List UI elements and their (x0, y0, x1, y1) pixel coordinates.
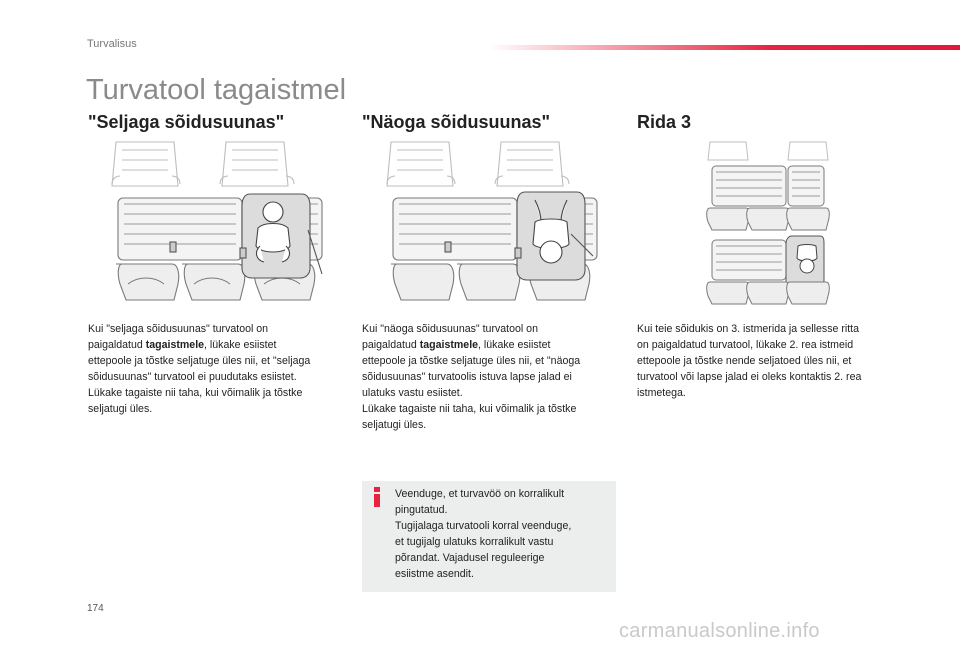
page-number: 174 (87, 603, 104, 614)
row3-instructions: Kui teie sõidukis on 3. istmerida ja sel… (637, 323, 862, 399)
top-accent-rule (488, 45, 960, 50)
watermark: carmanualsonline.info (619, 620, 820, 642)
heading-forward-facing: "Näoga sõidusuunas" (362, 112, 551, 132)
info-text: Veenduge, et turvavöö on korralikult pin… (395, 488, 572, 580)
page-title: Turvatool tagaistmel (86, 74, 347, 106)
forward-facing-instructions: Kui "näoga sõidusuunas" turvatool on pai… (362, 323, 581, 431)
row3-seat-illustration (706, 141, 830, 305)
heading-row3: Rida 3 (637, 112, 692, 132)
rear-facing-instructions: Kui "seljaga sõidusuunas" turvatool on p… (88, 323, 311, 415)
forward-facing-seat-illustration (386, 141, 598, 301)
info-icon (374, 487, 380, 507)
heading-rear-facing: "Seljaga sõidusuunas" (88, 112, 285, 132)
info-box: Veenduge, et turvavöö on korralikult pin… (362, 481, 616, 592)
rear-facing-seat-illustration (111, 141, 323, 301)
section-label: Turvalisus (87, 38, 137, 50)
